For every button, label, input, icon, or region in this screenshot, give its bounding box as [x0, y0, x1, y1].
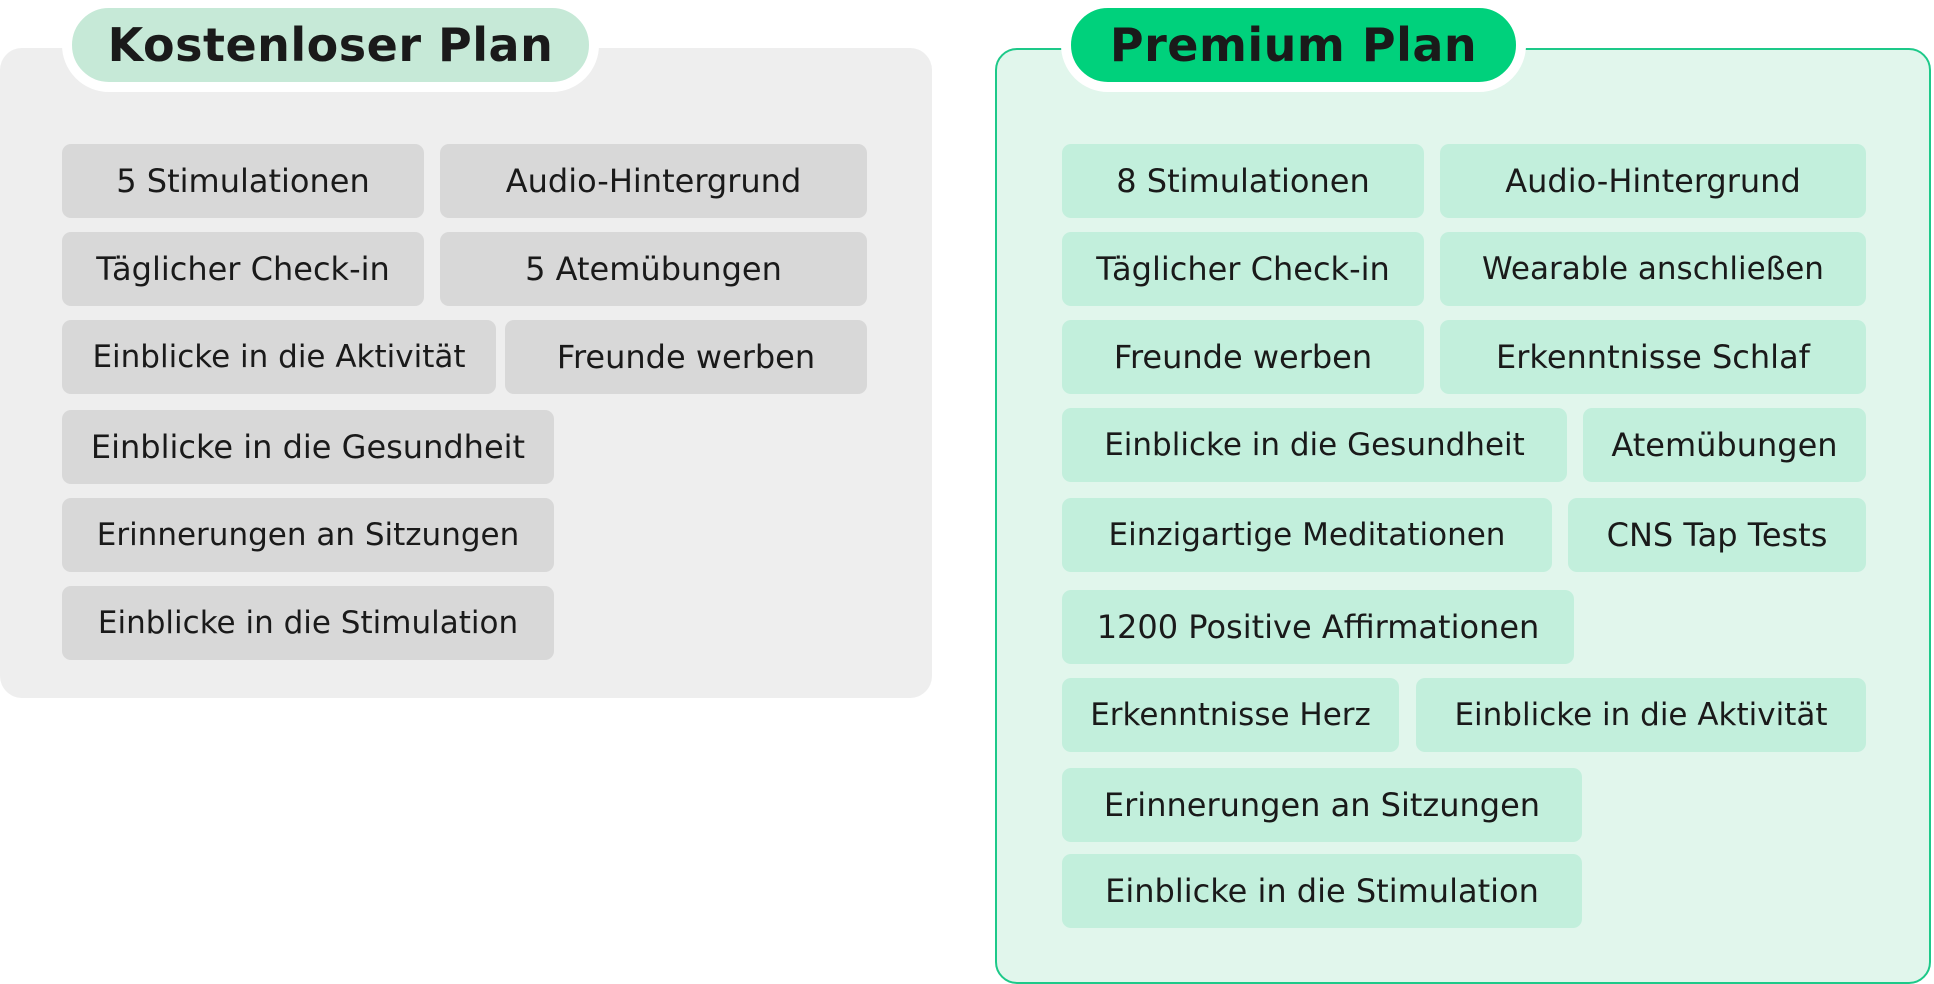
premium-feature-chip: Freunde werben [1062, 320, 1424, 394]
premium-feature-chip: Audio-Hintergrund [1440, 144, 1866, 218]
free-feature-chip: Einblicke in die Stimulation [62, 586, 554, 660]
free-feature-chip: Erinnerungen an Sitzungen [62, 498, 554, 572]
free-plan-title: Kostenloser Plan [62, 0, 599, 92]
premium-feature-chip: CNS Tap Tests [1568, 498, 1866, 572]
premium-feature-chip: Erkenntnisse Herz [1062, 678, 1399, 752]
free-feature-chip: Audio-Hintergrund [440, 144, 867, 218]
premium-feature-chip: Täglicher Check-in [1062, 232, 1424, 306]
premium-feature-chip: Erkenntnisse Schlaf [1440, 320, 1866, 394]
premium-feature-chip: 8 Stimulationen [1062, 144, 1424, 218]
premium-feature-chip: Einblicke in die Stimulation [1062, 854, 1582, 928]
free-feature-chip: Einblicke in die Gesundheit [62, 410, 554, 484]
premium-feature-chip: Einblicke in die Aktivität [1416, 678, 1866, 752]
premium-feature-chip: 1200 Positive Affirmationen [1062, 590, 1574, 664]
premium-feature-chip: Atemübungen [1583, 408, 1866, 482]
premium-feature-chip: Wearable anschließen [1440, 232, 1866, 306]
free-feature-chip: 5 Stimulationen [62, 144, 424, 218]
free-feature-chip: Einblicke in die Aktivität [62, 320, 496, 394]
premium-feature-chip: Einzigartige Meditationen [1062, 498, 1552, 572]
premium-feature-chip: Erinnerungen an Sitzungen [1062, 768, 1582, 842]
free-feature-chip: 5 Atemübungen [440, 232, 867, 306]
free-feature-chip: Freunde werben [505, 320, 867, 394]
free-feature-chip: Täglicher Check-in [62, 232, 424, 306]
premium-plan-title: Premium Plan [1061, 0, 1526, 92]
premium-feature-chip: Einblicke in die Gesundheit [1062, 408, 1567, 482]
